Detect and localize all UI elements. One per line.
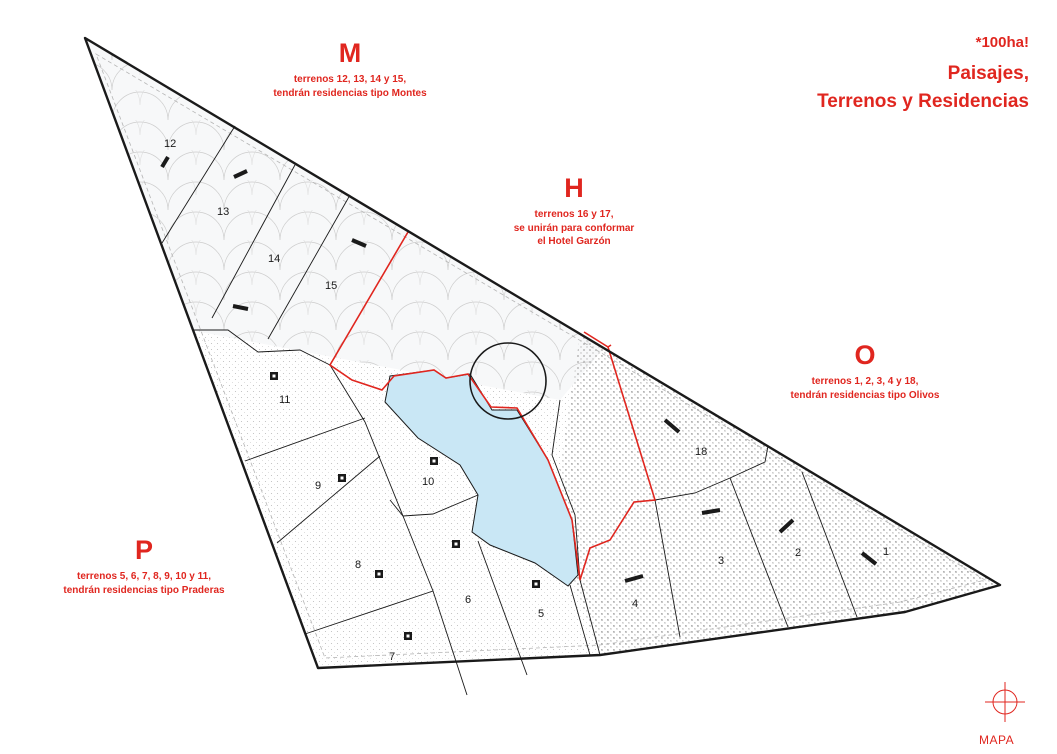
area-label: *100ha! bbox=[975, 34, 1029, 51]
zone-h-label: H terrenos 16 y 17, se unirán para confo… bbox=[444, 175, 704, 249]
zone-h-line-2: se unirán para conformar bbox=[513, 222, 635, 234]
residence-18-icon bbox=[663, 418, 681, 434]
zone-p-line-1: terrenos 5, 6, 7, 8, 9, 10 y 11, bbox=[77, 571, 211, 582]
zone-p-letter: P bbox=[134, 535, 153, 565]
lot-3-label: 3 bbox=[718, 555, 724, 567]
lot-10-label: 10 bbox=[422, 476, 434, 488]
zone-m-letter: M bbox=[338, 38, 362, 68]
residence-14-icon bbox=[232, 304, 249, 311]
zone-m-line-1: terrenos 12, 13, 14 y 15, bbox=[293, 74, 407, 85]
lot-4-label: 4 bbox=[632, 598, 638, 610]
hotel-boundary-cap bbox=[607, 344, 612, 348]
zone-m-label: M terrenos 12, 13, 14 y 15, tendrán resi… bbox=[220, 40, 480, 100]
property-boundary bbox=[83, 36, 1002, 670]
residence-1-icon bbox=[860, 551, 878, 566]
residence-9-icon bbox=[338, 474, 346, 482]
zone-m-line-2: tendrán residencias tipo Montes bbox=[273, 87, 427, 99]
residence-8-icon bbox=[375, 570, 383, 578]
zone-p-label: P terrenos 5, 6, 7, 8, 9, 10 y 11, tendr… bbox=[22, 537, 266, 597]
hotel-boundary bbox=[328, 231, 657, 581]
lot-8-label: 8 bbox=[355, 559, 361, 571]
brand-name: MAPA bbox=[979, 733, 1015, 747]
title-line-1: Paisajes, bbox=[947, 63, 1029, 84]
lot-15-label: 15 bbox=[325, 280, 337, 292]
lot-18-label: 18 bbox=[695, 446, 707, 458]
zone-o-line-1: terrenos 1, 2, 3, 4 y 18, bbox=[811, 376, 919, 387]
lot-2-label: 2 bbox=[795, 547, 801, 559]
lot-14-label: 14 bbox=[268, 253, 280, 265]
setback-line bbox=[95, 53, 987, 659]
lot-numbers: 12 13 14 15 11 9 10 8 6 5 7 18 3 2 1 4 bbox=[164, 138, 889, 663]
residence-10-icon bbox=[430, 457, 438, 465]
lot-11-label: 11 bbox=[279, 394, 290, 406]
zone-o-label: O terrenos 1, 2, 3, 4 y 18, tendrán resi… bbox=[735, 342, 995, 402]
brand-crosshair-icon bbox=[985, 682, 1025, 722]
lot-13-label: 13 bbox=[217, 206, 229, 218]
residence-15-icon bbox=[351, 238, 367, 248]
zone-h-line-1: terrenos 16 y 17, bbox=[534, 209, 614, 220]
title-line-2: Terrenos y Residencias bbox=[817, 91, 1029, 112]
lot-7-label: 7 bbox=[389, 651, 395, 663]
lot-9-label: 9 bbox=[315, 480, 321, 492]
hotel-marker-circle bbox=[469, 342, 547, 420]
zone-h-letter: H bbox=[564, 173, 584, 203]
lot-boundaries bbox=[161, 125, 858, 696]
residence-4-icon bbox=[624, 574, 644, 583]
zone-p-line-2: tendrán residencias tipo Praderas bbox=[63, 584, 225, 596]
lot-5-label: 5 bbox=[538, 608, 544, 620]
residence-3-icon bbox=[701, 508, 721, 515]
residence-markers bbox=[160, 155, 878, 583]
lot-6-label: 6 bbox=[465, 594, 471, 606]
terrain-textures bbox=[85, 38, 1000, 668]
lot-12-label: 12 bbox=[164, 138, 176, 150]
residence-5-icon bbox=[532, 580, 540, 588]
zone-o-letter: O bbox=[854, 340, 876, 370]
residence-7-icon bbox=[404, 632, 412, 640]
residence-11-icon bbox=[270, 372, 278, 380]
residence-12-icon bbox=[160, 155, 170, 169]
residence-6-icon bbox=[452, 540, 460, 548]
residence-13-icon bbox=[233, 169, 248, 179]
square-residence-markers bbox=[270, 372, 540, 640]
zone-o-line-2: tendrán residencias tipo Olivos bbox=[790, 389, 940, 401]
lot-1-label: 1 bbox=[883, 546, 889, 558]
zone-h-line-3: el Hotel Garzón bbox=[537, 236, 611, 247]
residence-2-icon bbox=[778, 518, 795, 534]
